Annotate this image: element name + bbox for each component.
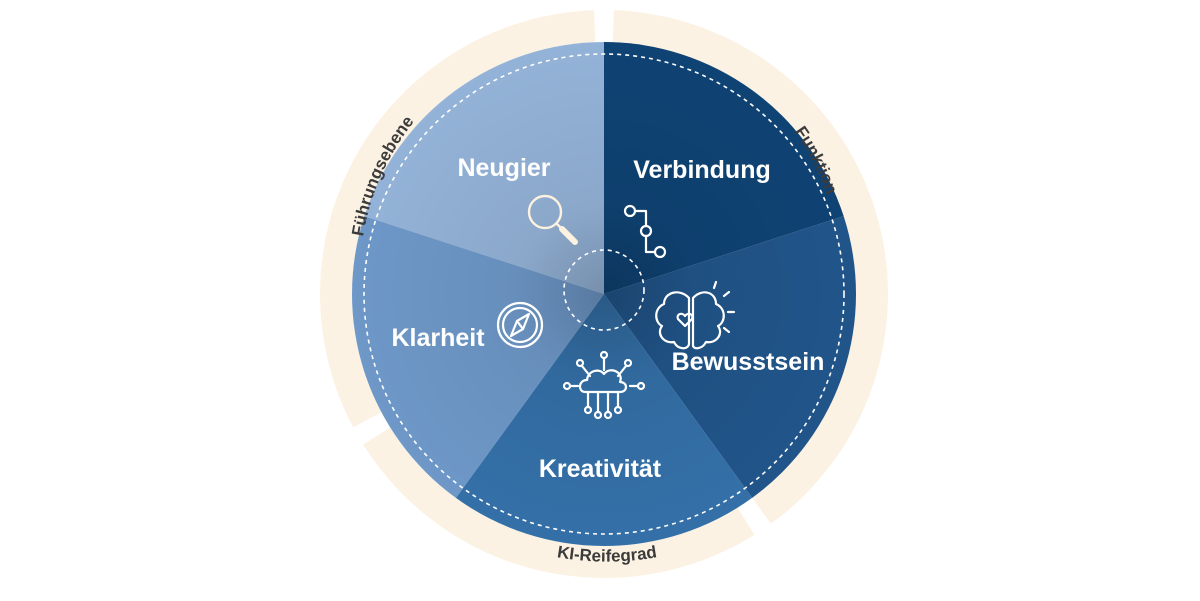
outer-ring <box>319 10 888 579</box>
ring-segment-ki-reifegrad <box>363 427 755 579</box>
cloud-network-icon <box>562 350 646 420</box>
segment-label-verbindung: Verbindung <box>633 156 771 184</box>
center-shading <box>354 44 854 544</box>
connection-path-icon <box>623 204 667 259</box>
dashed-outer-circle <box>363 53 845 535</box>
ring-label-ki-reifegrad: KI-Reifegrad <box>556 542 658 565</box>
magnifier-icon <box>527 194 578 245</box>
ring-segment-fuehrungsebene <box>319 10 596 428</box>
compass-icon <box>496 301 544 349</box>
segment-label-kreativitaet: Kreativität <box>539 455 662 483</box>
ring-segment-funktion <box>612 10 888 524</box>
segment-label-klarheit: Klarheit <box>391 324 485 352</box>
brain-heart-icon <box>655 280 736 350</box>
segment-label-bewusstsein: Bewusstsein <box>672 348 825 376</box>
wheel-segments <box>352 42 856 546</box>
segment-label-neugier: Neugier <box>457 154 550 182</box>
dashed-center-circle <box>563 249 645 331</box>
